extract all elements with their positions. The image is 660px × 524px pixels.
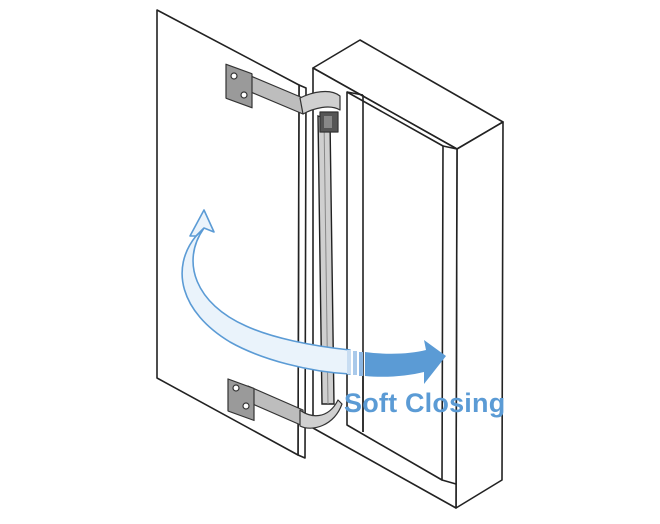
- top-hinge-screw: [240, 91, 248, 99]
- top-hinge: [225, 63, 341, 133]
- arrow-stripe: [359, 352, 363, 376]
- top-hinge-screw: [230, 72, 238, 80]
- cabinet-frame-line-bottom: [441, 479, 457, 485]
- top-hinge-block-face: [324, 116, 332, 128]
- bottom-hinge-screw: [232, 384, 240, 392]
- cabinet-frame-line: [442, 145, 458, 150]
- curved-arrow-icon: [181, 209, 446, 384]
- bottom-hinge-screw: [242, 402, 250, 410]
- bottom-hinge-knuckle: [299, 399, 343, 429]
- bottom-hinge: [227, 378, 343, 429]
- top-hinge-knuckle: [299, 90, 341, 115]
- arrow-solid-body: [365, 340, 446, 384]
- cabinet-inner-top: [346, 91, 364, 96]
- soft-closing-caption: Soft Closing: [344, 388, 506, 418]
- arrow-upper-head: [189, 209, 215, 237]
- cabinet-opening: [346, 91, 444, 481]
- cabinet-side: [455, 121, 504, 509]
- cabinet: [312, 39, 504, 509]
- arrow-stripe: [353, 351, 357, 375]
- arrow-stripe: [347, 350, 351, 374]
